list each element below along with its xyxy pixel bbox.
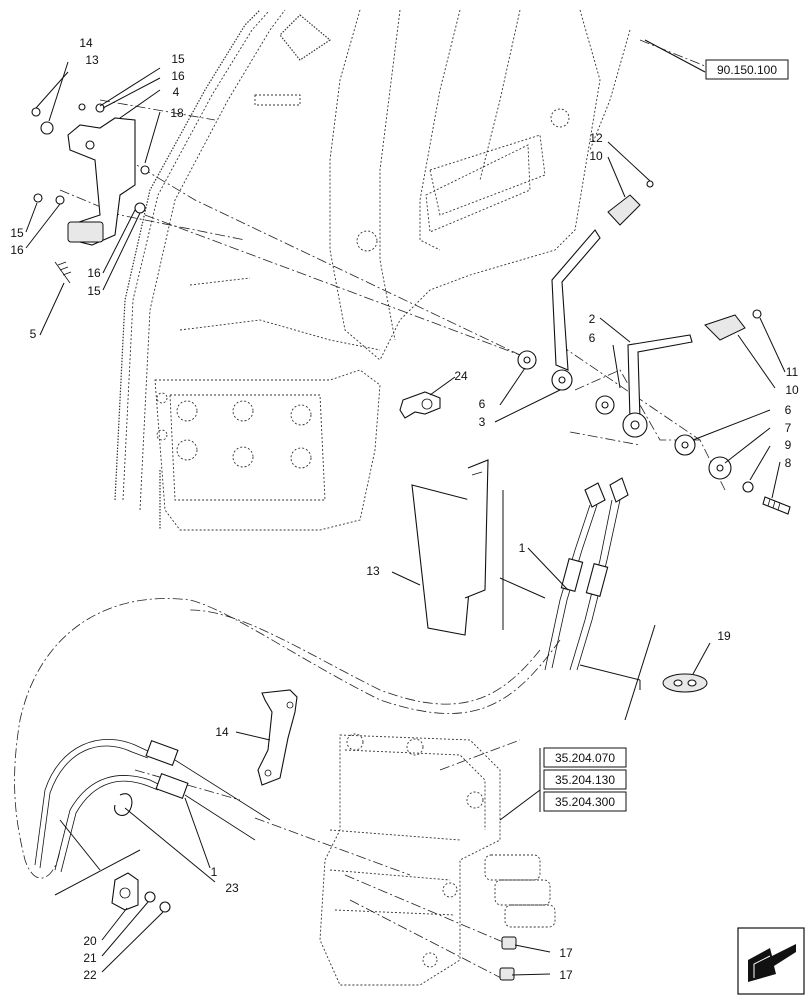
callout-17: 17	[559, 968, 573, 982]
callout-16: 16	[87, 266, 101, 280]
callout-7: 7	[785, 421, 792, 435]
control-levers	[517, 180, 791, 515]
fender-panel	[114, 9, 631, 531]
callout-5: 5	[30, 327, 37, 341]
callout-14: 14	[215, 725, 229, 739]
callout-21: 21	[83, 951, 97, 965]
callout-18: 18	[170, 106, 184, 120]
reference-35-204-300: 35.204.300	[555, 795, 615, 809]
reference-35-204-070: 35.204.070	[555, 751, 615, 765]
valve-block	[319, 733, 556, 986]
callout-6: 6	[479, 397, 486, 411]
callout-16: 16	[171, 69, 185, 83]
bracket-assembly	[31, 103, 150, 284]
callout-24: 24	[454, 369, 468, 383]
callout-22: 22	[83, 968, 97, 982]
callout-13: 13	[366, 564, 380, 578]
small-fasteners	[111, 872, 517, 981]
reference-35-204-130: 35.204.130	[555, 773, 615, 787]
callout-10: 10	[589, 149, 603, 163]
callout-numbers: 14 13 15 16 4 18 15 16 16 15 5 12 10 2 6…	[10, 36, 799, 982]
callout-17: 17	[559, 946, 573, 960]
callout-13: 13	[85, 53, 99, 67]
callout-4: 4	[173, 85, 180, 99]
next-page-arrow-icon[interactable]	[737, 927, 805, 995]
callout-15: 15	[171, 52, 185, 66]
callout-1: 1	[519, 541, 526, 555]
grommet	[662, 673, 708, 693]
callout-9: 9	[785, 438, 792, 452]
leader-lines	[25, 39, 786, 976]
break-markers	[54, 490, 656, 896]
callout-8: 8	[785, 456, 792, 470]
control-cables-upper	[544, 477, 629, 671]
reference-boxes: 90.150.100 35.204.070 35.204.130 35.204.…	[539, 59, 789, 812]
callout-11: 11	[786, 365, 799, 379]
callout-15: 15	[87, 284, 101, 298]
cable-route-dashed	[14, 598, 561, 879]
callout-2: 2	[589, 312, 596, 326]
cable-bracket	[257, 689, 298, 786]
cover-plate	[411, 459, 489, 636]
callout-1: 1	[211, 865, 218, 879]
callout-15: 15	[10, 226, 24, 240]
callout-6: 6	[589, 331, 596, 345]
callout-6: 6	[785, 403, 792, 417]
callout-23: 23	[225, 881, 239, 895]
callout-12: 12	[589, 131, 603, 145]
callout-10: 10	[785, 383, 799, 397]
callout-19: 19	[717, 629, 731, 643]
reference-90-150-100: 90.150.100	[717, 63, 777, 77]
control-cables-lower	[34, 738, 271, 873]
callout-3: 3	[479, 415, 486, 429]
callout-16: 16	[10, 243, 24, 257]
cable-clamp	[399, 391, 441, 419]
callout-20: 20	[83, 934, 97, 948]
callout-14: 14	[79, 36, 93, 50]
